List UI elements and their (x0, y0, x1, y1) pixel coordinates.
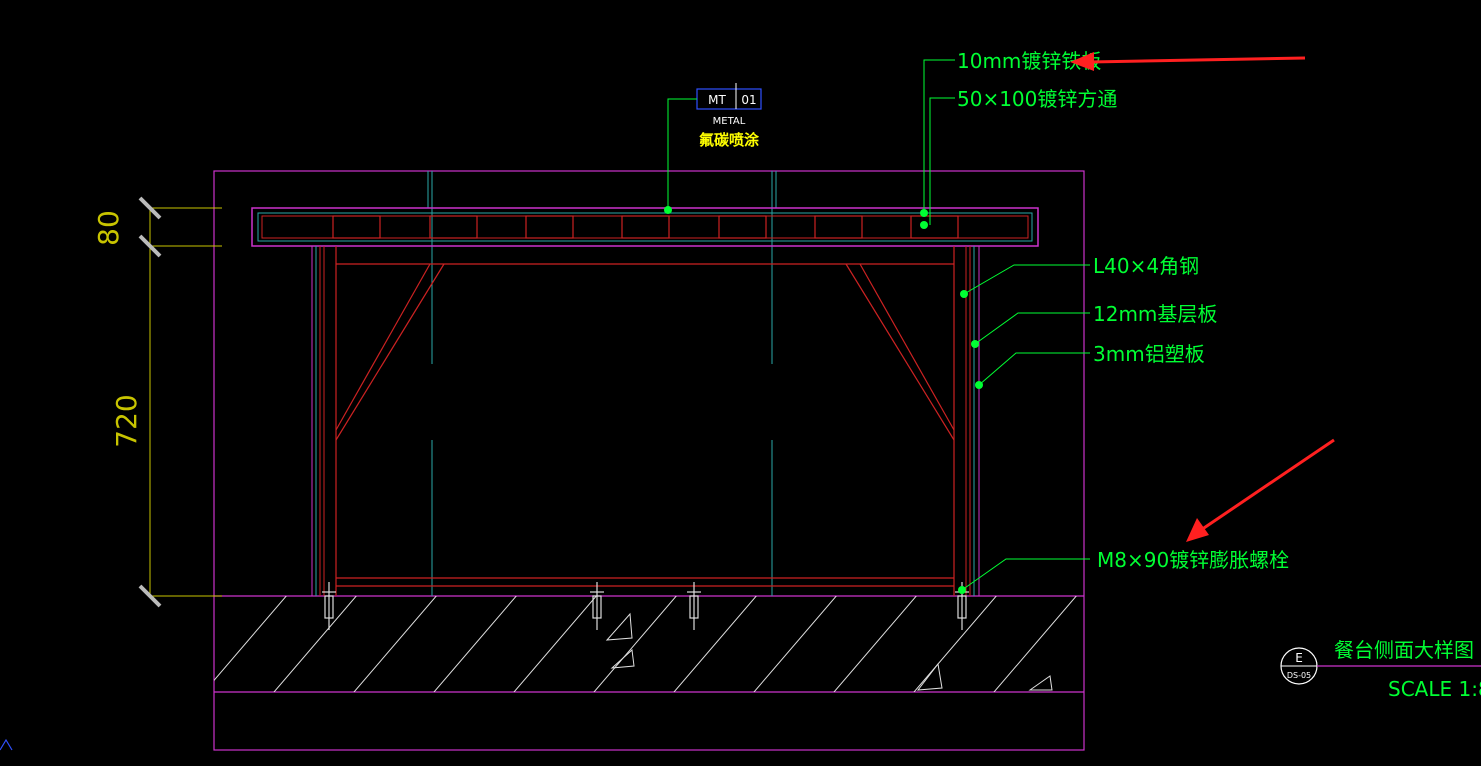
title-block: E DS-05 餐台侧面大样图 SCALE 1:8 (1280, 638, 1481, 701)
label-angle-l40: L40×4角钢 (1093, 254, 1199, 278)
side-panels (311, 246, 980, 596)
corner-marker-icon (0, 738, 13, 751)
material-category: METAL (713, 116, 746, 127)
material-tag: MT 01 METAL 氟碳喷涂 (664, 83, 762, 214)
bolt-3 (687, 582, 701, 630)
leader-dots (920, 209, 983, 594)
dimension-ticks (138, 196, 162, 608)
red-arrow-bottom-icon (1186, 438, 1335, 542)
label-board-12mm: 12mm基层板 (1093, 302, 1217, 326)
anchor-bolts (322, 582, 969, 630)
bolt-2 (590, 582, 604, 630)
steel-tube-sections (332, 215, 959, 239)
annotation-leaders (923, 59, 1090, 591)
label-alu-3mm: 3mm铝塑板 (1093, 342, 1205, 366)
guide-lines (427, 171, 777, 596)
counter-top (251, 207, 1039, 247)
dimension-top: 80 (92, 210, 125, 246)
material-code: MT (708, 93, 726, 107)
drawing-scale: SCALE 1:8 (1388, 677, 1481, 701)
material-number: 01 (741, 93, 756, 107)
red-arrow-top-icon (1070, 52, 1306, 71)
outer-frame (213, 170, 1085, 751)
counter-frame (335, 246, 955, 596)
dimension-lines (149, 207, 222, 597)
material-finish: 氟碳喷涂 (699, 131, 760, 149)
floor-hatch (214, 596, 1077, 692)
title-symbol-bottom: DS-05 (1287, 671, 1311, 680)
label-bolt-m8: M8×90镀锌膨胀螺栓 (1097, 548, 1289, 572)
dimension-body: 720 (110, 394, 143, 447)
title-symbol-top: E (1295, 651, 1303, 665)
label-tube-50x100: 50×100镀锌方通 (957, 87, 1117, 111)
drawing-title: 餐台侧面大样图 (1334, 638, 1474, 662)
bolt-1 (322, 582, 336, 630)
